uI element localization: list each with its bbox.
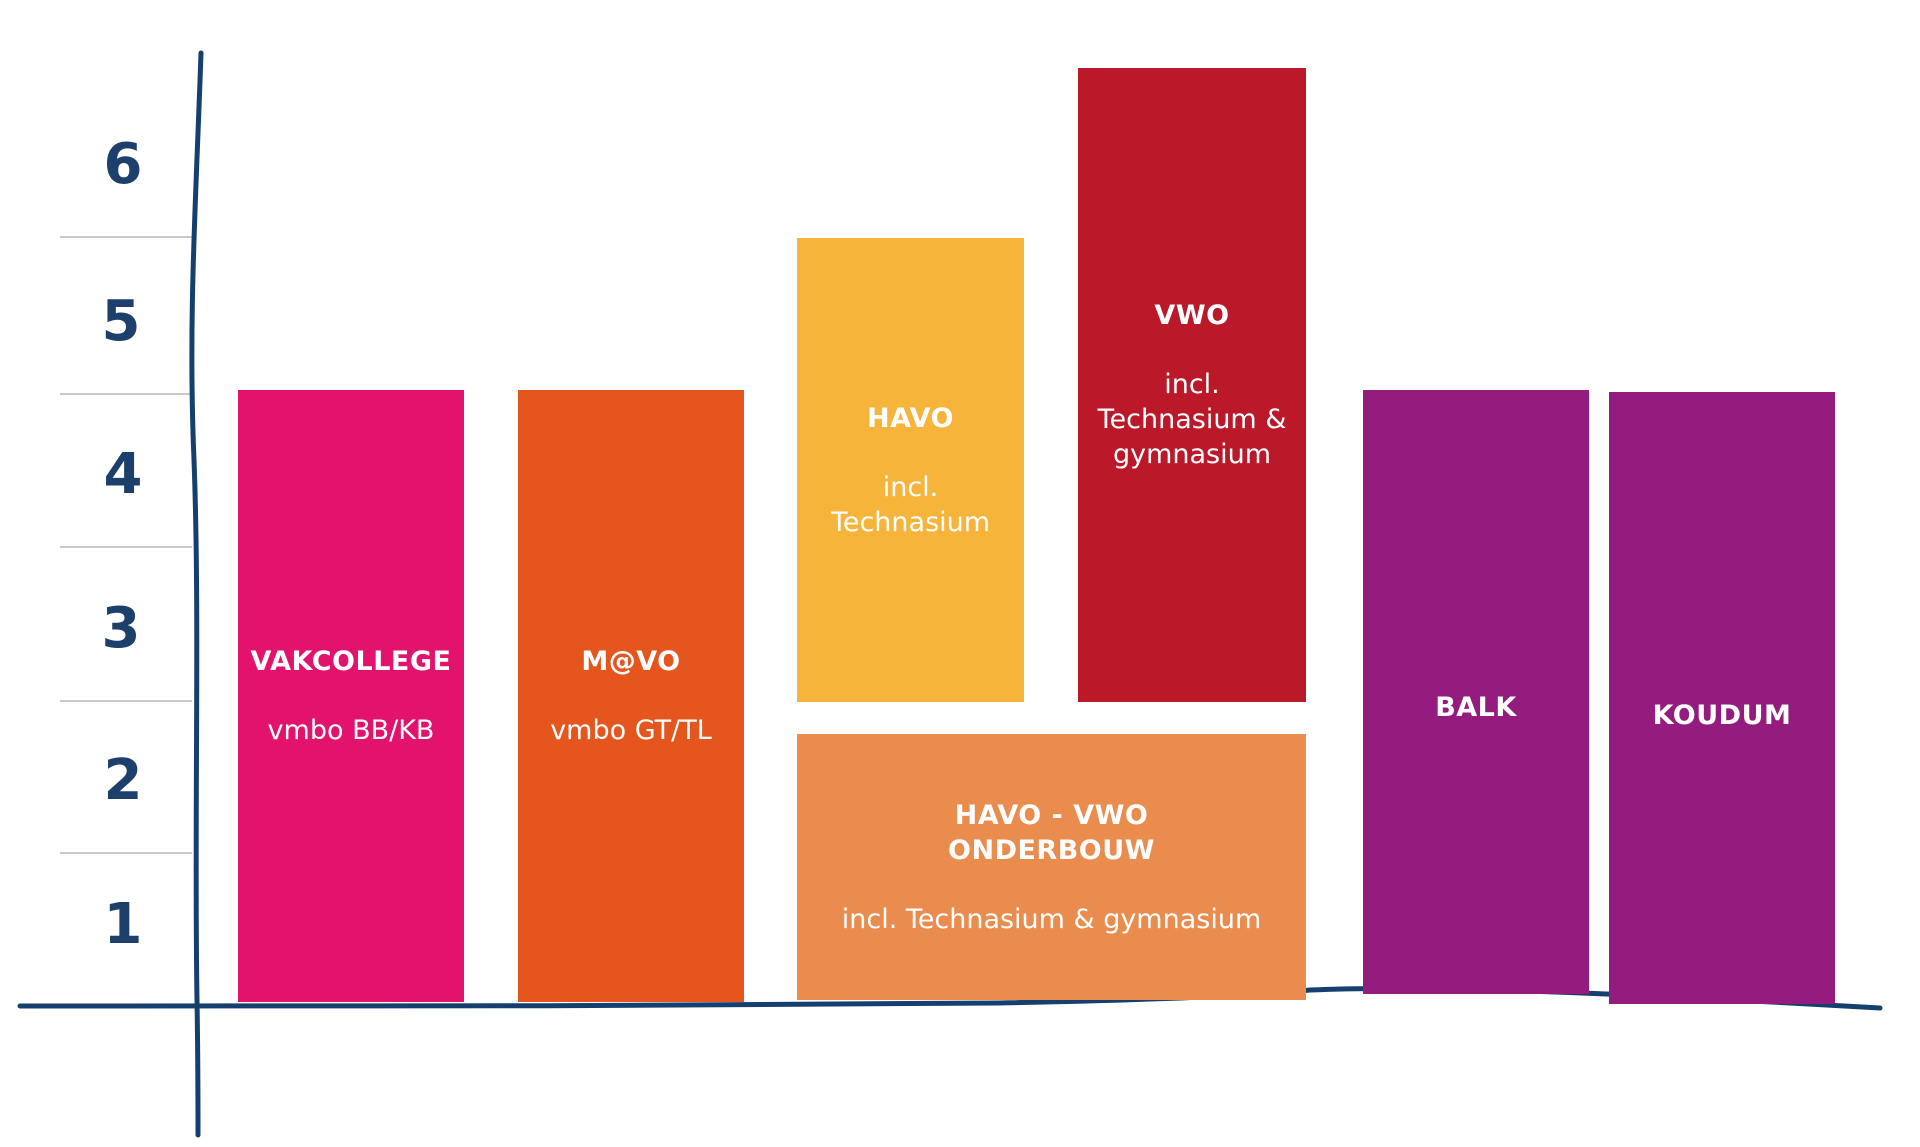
y-label-5: 5: [101, 289, 141, 354]
y-label-6: 6: [103, 132, 143, 197]
havo-block: HAVO incl. Technasium: [797, 238, 1024, 702]
mavo-title: M@VO: [581, 646, 681, 677]
vakcollege-subtitle: vmbo BB/KB: [267, 715, 435, 746]
y-label-4: 4: [103, 442, 143, 507]
havo-vwo-onderbouw-block: HAVO - VWO ONDERBOUW incl. Technasium & …: [797, 734, 1306, 1000]
vwo-title: VWO: [1154, 300, 1230, 331]
vakcollege-block: VAKCOLLEGE vmbo BB/KB: [238, 390, 464, 1002]
y-axis-line: [189, 50, 204, 1138]
mavo-subtitle: vmbo GT/TL: [550, 715, 712, 746]
havo-subtitle: incl. Technasium: [830, 471, 991, 538]
balk-title: BALK: [1435, 691, 1517, 723]
balk-block: BALK: [1363, 390, 1589, 994]
y-label-1: 1: [103, 892, 143, 957]
koudum-title: KOUDUM: [1652, 699, 1792, 731]
havo-vwo-onderbouw-subtitle: incl. Technasium & gymnasium: [841, 903, 1262, 935]
vakcollege-title: VAKCOLLEGE: [250, 646, 452, 677]
havo-vwo-onderbouw-title: HAVO - VWO ONDERBOUW: [948, 799, 1155, 866]
y-label-2: 2: [103, 748, 143, 813]
koudum-block: KOUDUM: [1609, 392, 1835, 1004]
vwo-subtitle: incl. Technasium & gymnasium: [1097, 369, 1287, 470]
havo-title: HAVO: [866, 402, 955, 434]
mavo-block: M@VO vmbo GT/TL: [518, 390, 744, 1002]
y-label-3: 3: [101, 596, 141, 661]
vwo-block: VWO incl. Technasium & gymnasium: [1078, 68, 1306, 702]
